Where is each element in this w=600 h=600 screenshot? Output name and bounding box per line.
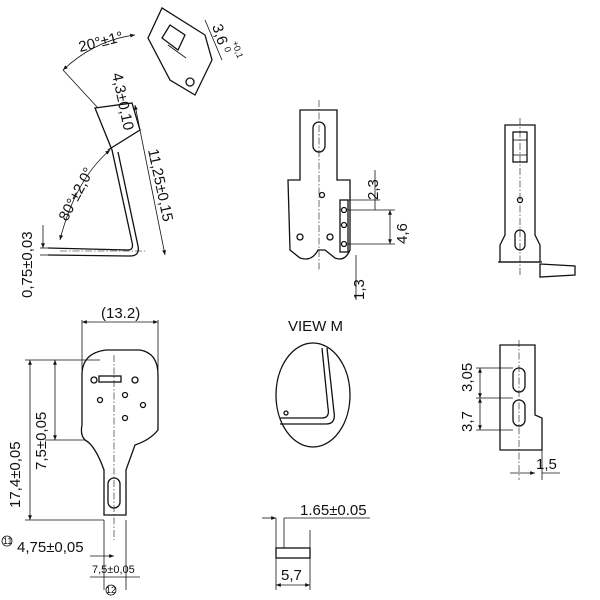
- plan-view-slot: [98, 375, 122, 383]
- right-detail-group: 3,05 3,7 1,5: [459, 340, 560, 480]
- tab-detail-group: 3,6 +0,1 0: [147, 7, 245, 96]
- view-m-blade-lower: [280, 347, 335, 425]
- view-m-hole: [283, 410, 289, 416]
- plan-view-group: (13.2) 17,4±0,05 7,5±0,05 11 4,75±0,05 7…: [1, 305, 159, 596]
- callout-12-circle: [105, 584, 117, 596]
- dim-hole-offset: 1,3: [351, 279, 368, 300]
- dim-overall-width: (13.2): [101, 305, 140, 322]
- plan-view-hole: [121, 414, 129, 422]
- plan-view-hole: [121, 391, 129, 399]
- front-view-group: 2,3 4,6 1,3: [287, 100, 411, 300]
- dim-tab-width-top: 3,6: [208, 22, 231, 47]
- plan-view-hole: [131, 376, 139, 384]
- side-view-group: 20°±1° 4,3±0,10 11,25±0,15 80°±2,0° 0,75…: [19, 28, 176, 298]
- front-view-hole: [296, 233, 304, 241]
- front-view-hole: [340, 240, 348, 248]
- dim-line: [134, 104, 166, 256]
- angle-arc-20: [62, 33, 136, 71]
- plan-view-hole: [96, 396, 104, 404]
- view-m-blade: [280, 347, 330, 419]
- tab-detail-outline: [147, 7, 213, 96]
- side-view-blade: [47, 102, 141, 251]
- dim-bend-angle-top: 20°±1°: [77, 28, 125, 55]
- callout-11-label: 11: [3, 536, 12, 546]
- dim-right-offset: 1,5: [536, 456, 557, 473]
- front-view-hole: [318, 191, 326, 199]
- right-detail-outline: [499, 344, 543, 451]
- side-elevation-group: [498, 118, 576, 278]
- view-m-group: VIEW M: [275, 318, 351, 448]
- dim-bend-angle-side: 80°±2,0°: [56, 165, 98, 224]
- front-view-hole: [340, 221, 348, 229]
- slot-detail-group: 1.65±0.05 5,7: [262, 502, 370, 590]
- view-m-circle: [275, 342, 351, 448]
- front-view-hole: [326, 233, 334, 241]
- dim-hole-spacing-a: 2,3: [365, 179, 382, 200]
- plan-view-hole: [139, 401, 147, 409]
- dim-thickness: 0,75±0,03: [19, 231, 36, 298]
- dim-overall-height: 17,4±0,05: [7, 441, 24, 508]
- tab-detail-line: [167, 44, 187, 59]
- callout-12-label: 12: [106, 585, 116, 595]
- dim-right-lower: 3,7: [459, 411, 476, 432]
- dim-bottom-width: 7,5±0,05: [92, 564, 135, 576]
- tab-detail-slot: [161, 24, 186, 52]
- dim-tab-offset: 4,75±0,05: [17, 539, 84, 556]
- callout-11-circle: [1, 535, 13, 547]
- front-view-hole-column: [339, 199, 349, 253]
- dim-right-upper: 3,05: [459, 363, 476, 392]
- dim-hole-spacing-b: 4,6: [394, 223, 411, 244]
- plan-view-hole: [90, 376, 98, 384]
- dim-slot-width: 1.65±0.05: [300, 502, 367, 519]
- plan-view-outline: [80, 349, 159, 516]
- dim-height-side: 11,25±0,15: [144, 147, 176, 223]
- dim-inner-height: 7,5±0,05: [33, 412, 50, 470]
- front-view-hole: [340, 206, 348, 214]
- dim-thickness-side: 4,3±0,10: [108, 71, 137, 132]
- dim-tab-tol-lower: 0: [222, 46, 233, 54]
- slot-detail-base: [275, 547, 311, 559]
- front-view-outline: [287, 109, 351, 260]
- tab-detail-hole: [185, 77, 195, 87]
- dim-base-width: 5,7: [281, 567, 302, 584]
- ext-line: [62, 69, 99, 109]
- view-m-title: VIEW M: [288, 318, 343, 335]
- side-elevation-tab: [539, 263, 576, 278]
- tab-detail-dim: [204, 19, 223, 61]
- angle-arc-80: [59, 149, 111, 241]
